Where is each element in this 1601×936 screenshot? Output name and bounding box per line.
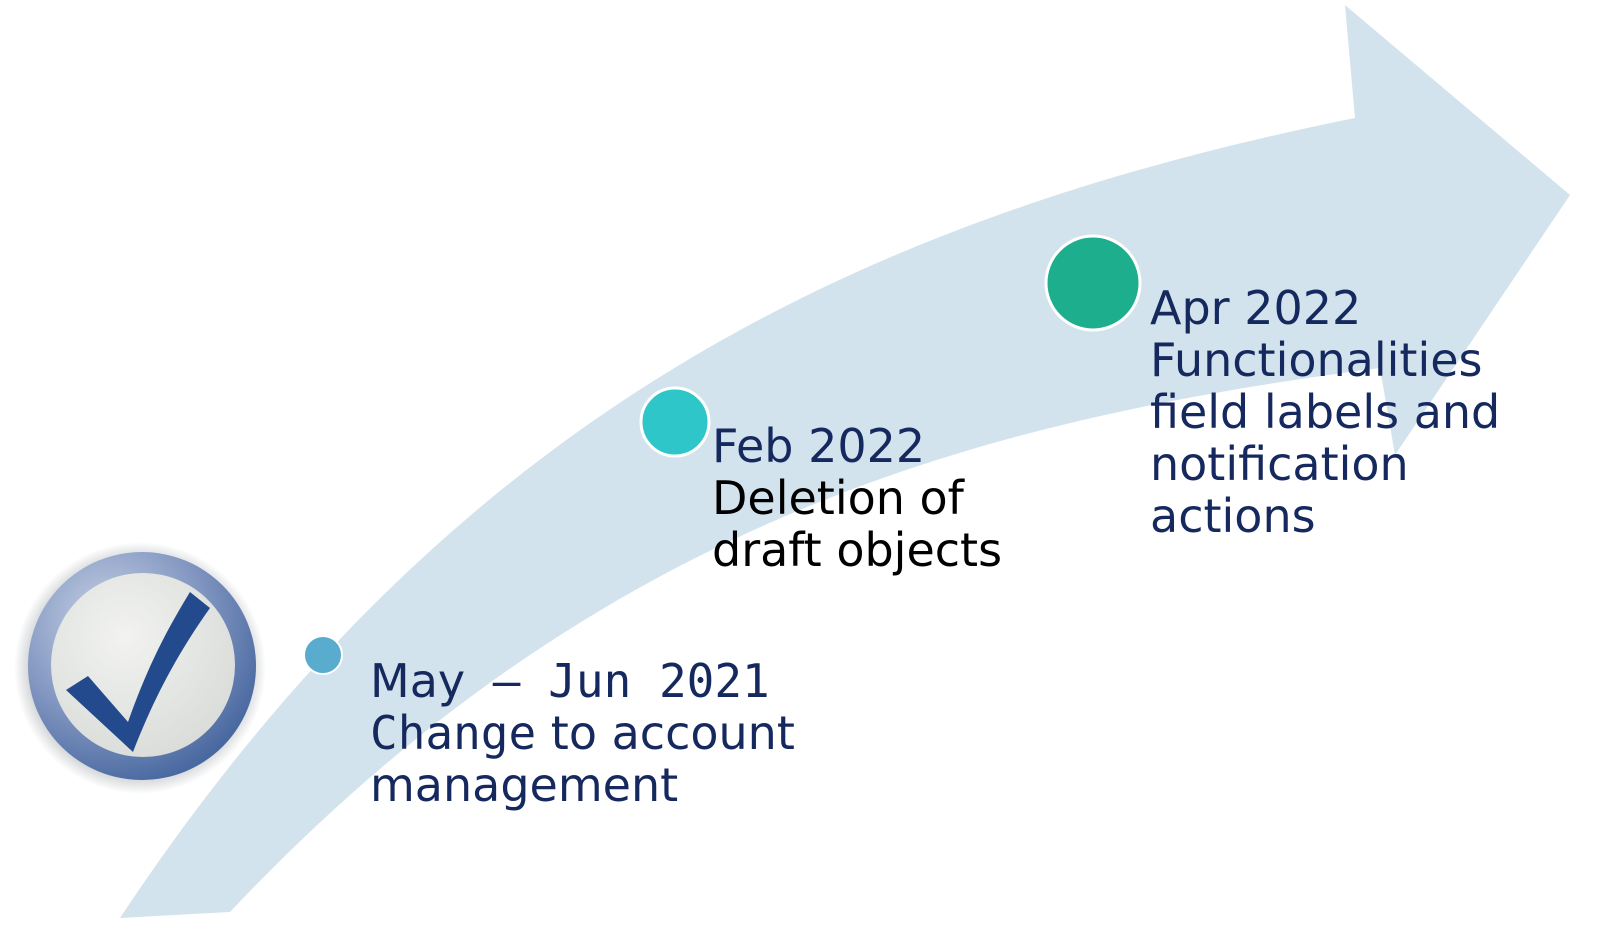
- milestone-3-description-line-2: field labels and: [1150, 385, 1501, 439]
- milestone-1-description-line-1: Change to account: [370, 706, 795, 760]
- milestone-2-description-line-1: Deletion of: [712, 471, 964, 525]
- milestone-3-description-line-1: Functionalities: [1150, 333, 1483, 387]
- checkmark-icon: [66, 592, 210, 752]
- milestone-dot-2: [639, 386, 711, 458]
- milestone-2-description-line-2: draft objects: [712, 523, 1003, 577]
- milestone-dot-3: [1044, 234, 1142, 332]
- milestone-dot-1: [303, 635, 343, 675]
- milestone-3-date: Apr 2022: [1150, 281, 1362, 335]
- milestone-2-label: Feb 2022 Deletion of draft objects: [712, 420, 1002, 576]
- milestone-1-date: May – Jun 2021: [370, 654, 770, 708]
- milestone-3-description-line-3: notification: [1150, 437, 1409, 491]
- milestone-1-description-line-2: management: [370, 758, 679, 812]
- checkmark-badge-icon: [14, 542, 266, 794]
- milestone-1-label: May – Jun 2021 Change to account managem…: [370, 655, 795, 811]
- milestone-2-date: Feb 2022: [712, 419, 926, 473]
- curved-arrow-shape: [120, 5, 1570, 918]
- milestone-3-description-line-4: actions: [1150, 489, 1316, 543]
- milestone-3-label: Apr 2022 Functionalities field labels an…: [1150, 282, 1500, 542]
